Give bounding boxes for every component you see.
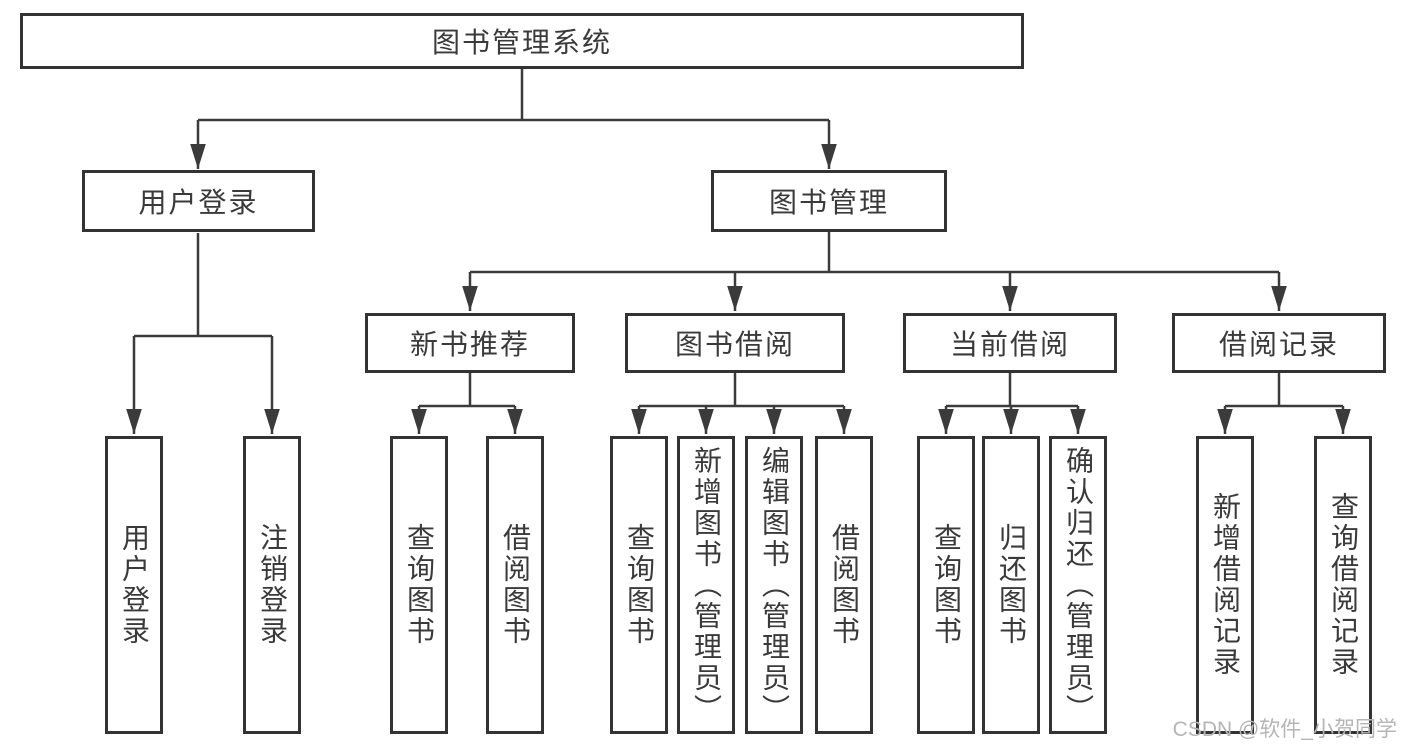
leaf-user-login: 用户登录 bbox=[105, 436, 163, 734]
node-label: 注销登录 bbox=[257, 523, 288, 647]
node-label: 借阅记录 bbox=[1218, 329, 1339, 360]
node-label: 当前借阅 bbox=[949, 329, 1070, 360]
node-current-borrowing: 当前借阅 bbox=[903, 313, 1117, 373]
node-label: 借阅图书 bbox=[500, 523, 531, 647]
leaf-borrow-books-borrowing: 借阅图书 bbox=[815, 436, 873, 734]
leaf-add-borrow-record: 新增借阅记录 bbox=[1196, 436, 1254, 734]
leaf-query-books-borrowing: 查询图书 bbox=[610, 436, 668, 734]
csdn-watermark: CSDN @软件_小贺同学 bbox=[1172, 718, 1397, 741]
node-new-book-recommendation: 新书推荐 bbox=[365, 313, 575, 373]
node-label: 图书管理 bbox=[768, 187, 889, 218]
node-book-borrowing: 图书借阅 bbox=[625, 313, 845, 373]
node-label: 归还图书 bbox=[996, 523, 1027, 647]
leaf-logout: 注销登录 bbox=[243, 436, 301, 734]
node-label: 图书借阅 bbox=[674, 329, 795, 360]
node-label: 用户登录 bbox=[119, 523, 150, 647]
node-label: 新增图书（管理员） bbox=[691, 445, 722, 725]
node-borrowing-records: 借阅记录 bbox=[1172, 313, 1386, 373]
leaf-edit-books-admin: 编辑图书（管理员） bbox=[745, 436, 803, 734]
node-label: 借阅图书 bbox=[829, 523, 860, 647]
leaf-query-borrow-record: 查询借阅记录 bbox=[1314, 436, 1372, 734]
leaf-query-books-recommend: 查询图书 bbox=[390, 436, 448, 734]
node-library-management-system: 图书管理系统 bbox=[20, 13, 1024, 69]
node-label: 查询借阅记录 bbox=[1328, 492, 1359, 678]
node-label: 新增借阅记录 bbox=[1210, 492, 1241, 678]
leaf-return-books: 归还图书 bbox=[982, 436, 1040, 734]
node-label: 用户登录 bbox=[138, 187, 259, 218]
leaf-add-books-admin: 新增图书（管理员） bbox=[677, 436, 735, 734]
leaf-borrow-books-recommend: 借阅图书 bbox=[486, 436, 544, 734]
node-user-login: 用户登录 bbox=[82, 170, 315, 232]
node-label: 图书管理系统 bbox=[431, 27, 612, 58]
node-label: 查询图书 bbox=[931, 523, 962, 647]
node-label: 查询图书 bbox=[624, 523, 655, 647]
node-label: 查询图书 bbox=[404, 523, 435, 647]
node-label: 新书推荐 bbox=[409, 329, 530, 360]
node-book-management: 图书管理 bbox=[711, 170, 947, 232]
leaf-query-books-current: 查询图书 bbox=[917, 436, 975, 734]
node-label: 确认归还（管理员） bbox=[1063, 445, 1094, 725]
node-label: 编辑图书（管理员） bbox=[759, 445, 790, 725]
leaf-confirm-return-admin: 确认归还（管理员） bbox=[1049, 436, 1107, 734]
